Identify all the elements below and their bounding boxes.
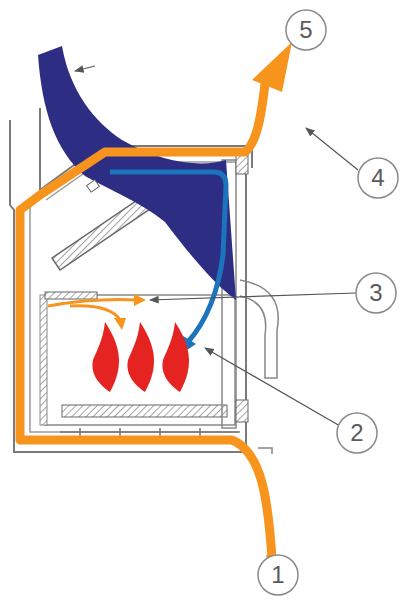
- baffle-plate: [45, 292, 97, 299]
- bolt: [87, 180, 100, 192]
- window-rinse-air: [110, 172, 226, 342]
- leader-line: [75, 66, 95, 71]
- callout-circle: 2: [335, 411, 379, 455]
- callout-number: 5: [299, 18, 312, 42]
- door-seal: [236, 400, 248, 422]
- callout-circle: 5: [284, 8, 328, 52]
- flame: [127, 322, 154, 392]
- callout-number: 1: [271, 563, 284, 587]
- callout-number: 2: [350, 421, 363, 445]
- air-flow: [20, 76, 272, 558]
- secondary-air-head: [134, 294, 146, 306]
- callout-ring: [258, 555, 298, 595]
- leader-line: [306, 128, 358, 170]
- air-arrow-head: [252, 42, 292, 92]
- door-handle: [240, 280, 278, 378]
- callout-circle: 3: [354, 271, 398, 315]
- callout-number: 3: [369, 281, 382, 305]
- callout-ring: [337, 413, 377, 453]
- grate: [62, 405, 227, 417]
- callout-circle: 4: [356, 156, 400, 200]
- flame: [92, 322, 119, 392]
- secondary-air: [70, 306, 120, 320]
- leader-line: [205, 348, 340, 426]
- outer-casing: [10, 120, 246, 452]
- callout-ring: [286, 10, 326, 50]
- leader-line: [150, 293, 356, 300]
- callout-ring: [356, 273, 396, 313]
- bottom-rail: [60, 428, 240, 436]
- callout-number: 4: [371, 166, 384, 190]
- firebox-lining: [40, 295, 47, 425]
- flame: [162, 322, 189, 392]
- callout-ring: [358, 158, 398, 198]
- callout-circle: 1: [256, 553, 300, 597]
- air-lever: [258, 448, 272, 454]
- secondary-air-head: [114, 318, 126, 330]
